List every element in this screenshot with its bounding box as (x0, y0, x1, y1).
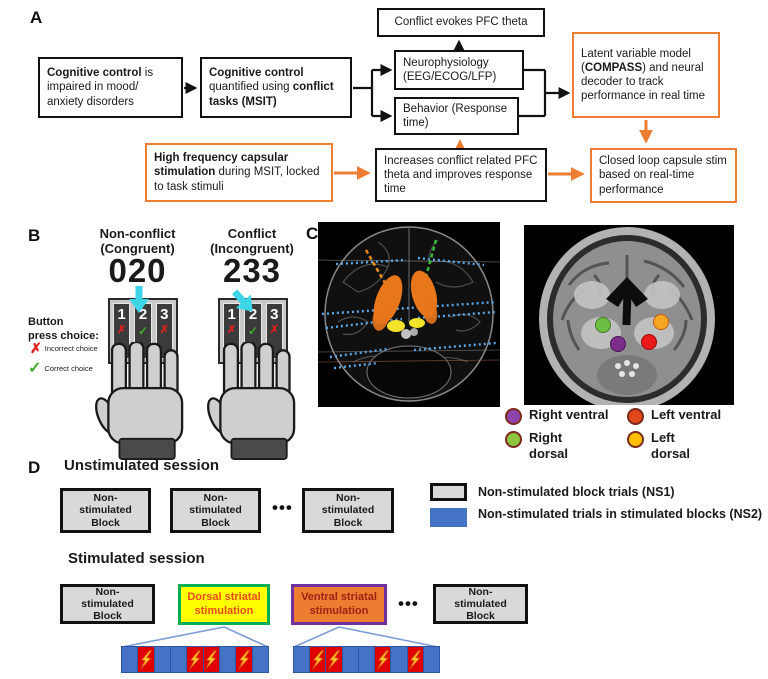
ns2-swatch (430, 508, 467, 527)
ns1-swatch (430, 483, 467, 501)
left-ventral-contact-dot (641, 334, 657, 350)
nonconflict-stimulus: 020 (108, 252, 167, 289)
correct-mark-icon: ✓ (247, 324, 259, 338)
ellipsis-dots: ••• (272, 498, 293, 517)
lightning-bolt-icon (328, 649, 341, 670)
right-ventral-contact-dot (610, 336, 626, 352)
yellow-target-right (409, 318, 425, 328)
nonstim-block-2: Non-stimulated Block (170, 488, 261, 533)
panel-a-label: A (30, 8, 43, 27)
nonstim-trial-cell (342, 647, 359, 672)
lightning-bolt-icon (238, 649, 251, 670)
trial-strip-ventral (293, 646, 440, 673)
stim-session-nonstim-block-1: Non-stimulated Block (60, 584, 155, 624)
legend-right-ventral: Right ventral (505, 407, 620, 425)
box-neurophysiology: Neurophysiology (EEG/ECOG/LFP) (394, 50, 524, 90)
box-closed-loop: Closed loop capsule stim based on real-t… (590, 148, 737, 203)
lightning-bolt-icon (311, 649, 325, 670)
nonstim-trial-cell (122, 647, 139, 672)
nonstim-trial-cell (252, 647, 268, 672)
red-orange-circle-icon (627, 408, 644, 425)
ellipsis-dots: ••• (398, 594, 419, 613)
nonstim-block-1: Non-stimulated Block (60, 488, 151, 533)
unstimulated-session-heading: Unstimulated session (64, 457, 220, 474)
incorrect-mark-icon: ✗ (269, 324, 279, 336)
striatum-orange-blobs (372, 270, 438, 331)
stim-trial-cell (326, 647, 343, 672)
green-circle-icon (505, 431, 522, 448)
panel-c-label: C (306, 224, 319, 243)
zoom-connector-lines (121, 626, 439, 648)
nonstim-trial-cell (423, 647, 439, 672)
nonstim-trial-cell (391, 647, 408, 672)
nonstim-trial-cell (219, 647, 237, 672)
stim-trial-cell (407, 647, 424, 672)
electrode-trajectories (321, 256, 497, 370)
left-electrode-lead (364, 249, 387, 284)
stim-trial-cell (138, 647, 155, 672)
lightning-bolt-icon (140, 649, 153, 670)
box-cognitive-impaired: Cognitive control is impaired in mood/ a… (38, 57, 183, 118)
box-behavior: Behavior (Response time) (394, 97, 519, 135)
box-cognitive-quantified: Cognitive control quantified using confl… (200, 57, 352, 118)
lightning-bolt-icon (409, 649, 422, 670)
box-conflict-evokes-theta: Conflict evokes PFC theta (377, 8, 545, 37)
right-hand-illustration (207, 342, 296, 460)
nonstim-trial-cell (294, 647, 311, 672)
conflict-stimulus: 233 (222, 252, 282, 289)
green-check-icon: ✓ (28, 360, 42, 377)
panel-d-label: D (28, 458, 41, 477)
stim-trial-cell (375, 647, 392, 672)
panel-b-label: B (28, 226, 41, 245)
correct-mark-icon: ✓ (137, 324, 149, 338)
red-x-icon: ✗ (30, 340, 42, 356)
stim-trial-cell (310, 647, 327, 672)
stim-trial-cell (187, 647, 204, 672)
legend-left-ventral: Left ventral (627, 407, 742, 425)
nonstim-trial-cell (358, 647, 376, 672)
lightning-bolt-icon (205, 649, 218, 670)
nonstim-block-3: Non-stimulated Block (302, 488, 394, 533)
ns2-legend-text: Non-stimulated trials in stimulated bloc… (478, 507, 763, 521)
trial-strip-dorsal (121, 646, 269, 673)
box-increases-theta: Increases conflict related PFC theta and… (375, 148, 547, 202)
dorsal-striatal-stimulation-block: Dorsal striatal stimulation (178, 584, 270, 625)
incorrect-choice-legend: ✗ Incorrect choice (30, 340, 98, 356)
stimulated-session-heading: Stimulated session (68, 550, 205, 567)
stim-session-nonstim-block-2: Non-stimulated Block (433, 584, 528, 624)
incorrect-mark-icon: ✗ (159, 324, 169, 336)
purple-circle-icon (505, 408, 522, 425)
coronal-mri-slice (524, 225, 734, 405)
ns1-legend-text: Non-stimulated block trials (NS1) (478, 485, 675, 499)
ventral-striatal-stimulation-block: Ventral striatal stimulation (291, 584, 387, 625)
box-highfreq-stimulation: High frequency capsular stimulation duri… (145, 143, 333, 202)
nonstim-trial-cell (154, 647, 171, 672)
incorrect-mark-icon: ✗ (227, 324, 237, 336)
yellow-circle-icon (627, 431, 644, 448)
incorrect-mark-icon: ✗ (117, 324, 127, 336)
left-dorsal-contact-dot (653, 314, 669, 330)
right-dorsal-contact-dot (595, 317, 611, 333)
nonconflict-heading: Non-conflict(Congruent) (99, 226, 176, 256)
lightning-bolt-icon (189, 649, 202, 670)
conflict-heading: Conflict(Incongruent) (210, 226, 294, 256)
nonstim-trial-cell (170, 647, 188, 672)
left-hand-illustration (95, 342, 184, 460)
yellow-target-left (387, 320, 405, 332)
lightning-bolt-icon (376, 649, 389, 670)
glass-brain-electrode-render (318, 222, 500, 407)
stim-trial-cell (203, 647, 220, 672)
stim-trial-cell (236, 647, 253, 672)
correct-choice-legend: ✓ Correct choice (28, 360, 93, 377)
box-latent-model: Latent variable model (COMPASS) and neur… (572, 32, 720, 118)
